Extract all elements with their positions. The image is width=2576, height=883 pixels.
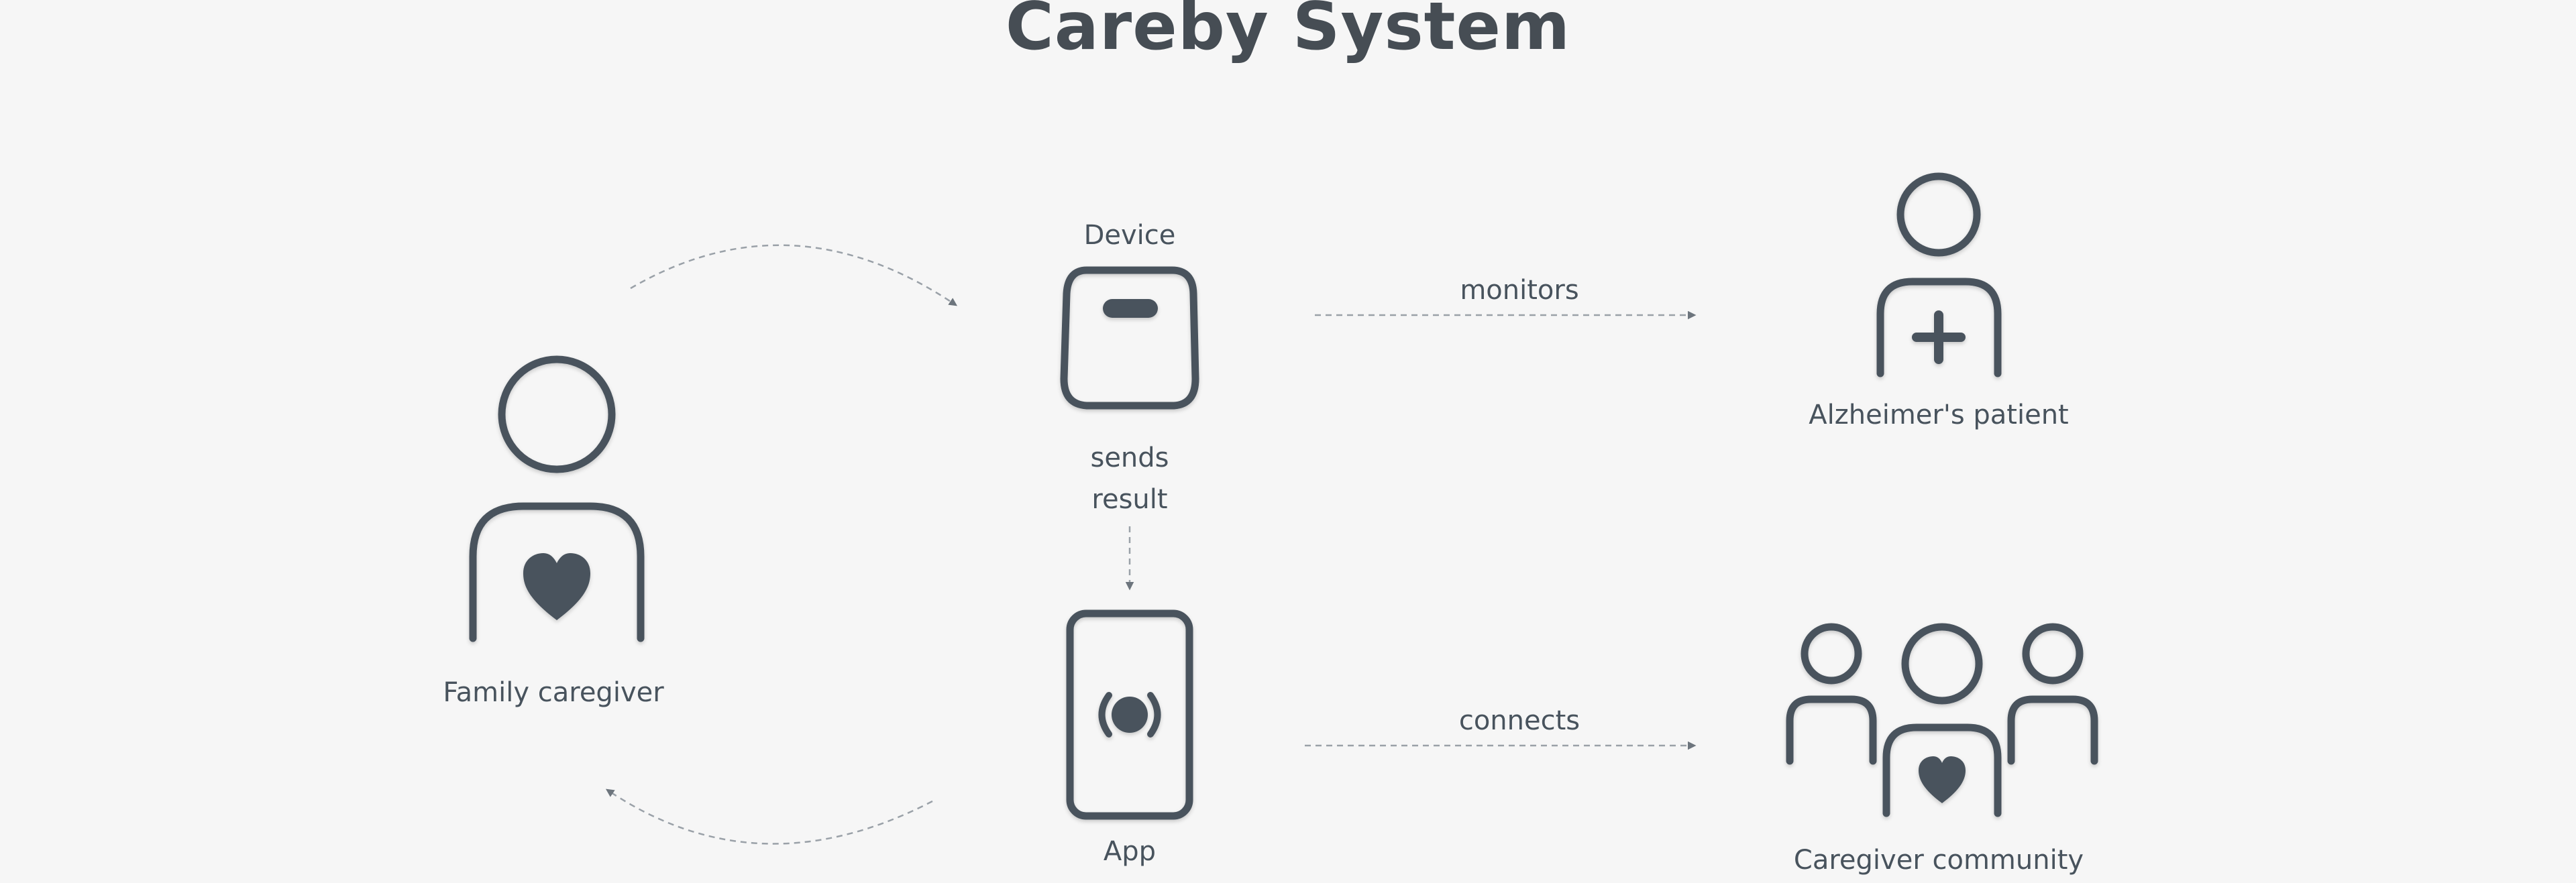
community-label: Caregiver community bbox=[1793, 845, 2084, 876]
patient-label: Alzheimer's patient bbox=[1809, 400, 2069, 430]
family-caregiver-label: Family caregiver bbox=[443, 677, 664, 708]
phone-app-icon bbox=[1066, 609, 1193, 820]
device-label: Device bbox=[1083, 220, 1176, 251]
device-icon bbox=[1060, 266, 1199, 410]
person-plus-icon bbox=[1876, 172, 2002, 377]
sends-result-line2: result bbox=[1091, 484, 1168, 515]
app-label: App bbox=[1103, 836, 1157, 867]
monitors-label: monitors bbox=[1460, 275, 1579, 306]
person-heart-icon bbox=[469, 355, 645, 642]
sends-result-line1: sends bbox=[1090, 443, 1169, 473]
group-heart-icon bbox=[1786, 623, 2098, 817]
page-title: Careby System bbox=[1005, 0, 1571, 65]
flow-app-to-caregiver bbox=[605, 788, 933, 845]
flow-caregiver-to-device bbox=[630, 244, 958, 306]
connects-label: connects bbox=[1458, 705, 1580, 736]
sends-result-label: sends result bbox=[1029, 437, 1230, 520]
